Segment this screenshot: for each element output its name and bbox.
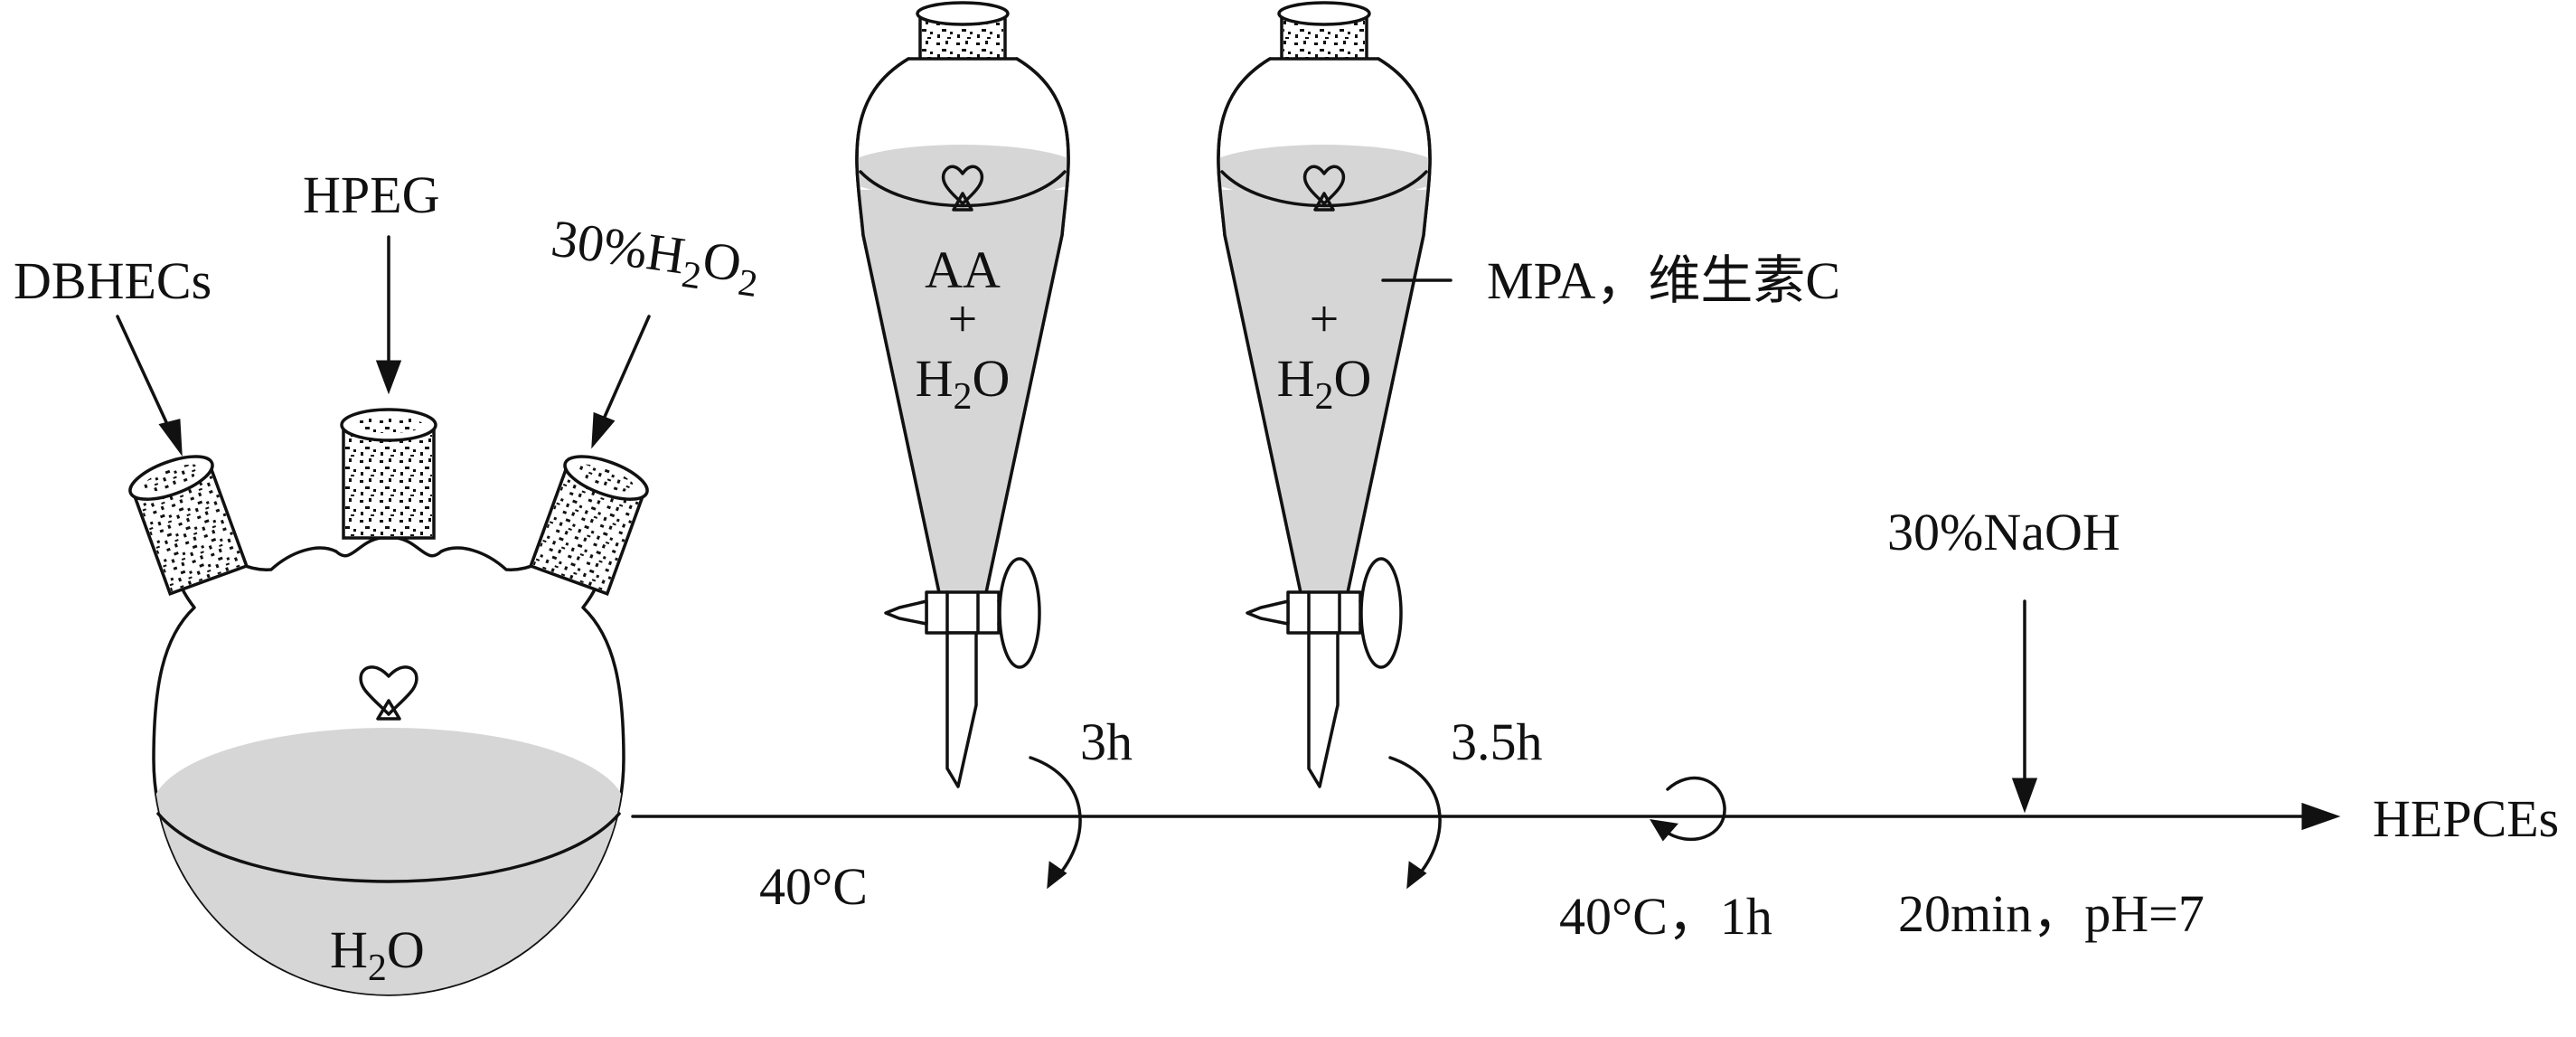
funnel1-line1-label: AA bbox=[925, 240, 1001, 299]
process-timeline: 40°C 3h 3.5h 40°C，1h 30%NaOH 20min，pH=7 … bbox=[631, 503, 2559, 946]
rotation-arrow-1-icon bbox=[1029, 756, 1082, 890]
flask-input-arrows bbox=[116, 235, 651, 457]
rotation-arrow-3-icon bbox=[1650, 776, 1726, 842]
step1-temperature-label: 40°C bbox=[759, 857, 868, 916]
input-h2o2-label: 30%H2O2 bbox=[547, 209, 764, 306]
process-arrowhead-icon bbox=[2301, 802, 2341, 831]
flask-center-stopper bbox=[340, 408, 437, 540]
input-hpeg-label: HPEG bbox=[303, 165, 439, 224]
naoh-addition-label: 30%NaOH bbox=[1887, 503, 2120, 561]
naoh-addition-arrow bbox=[2011, 599, 2038, 814]
funnel1-line3-label: H2O bbox=[916, 349, 1011, 418]
funnel2-line3-label: H2O bbox=[1277, 349, 1372, 418]
flask-right-stopper bbox=[528, 455, 649, 597]
input-dbhecs-label: DBHECs bbox=[14, 251, 212, 310]
funnel1-line2-label: + bbox=[948, 289, 978, 348]
flask-left-stopper bbox=[128, 455, 249, 597]
flask-liquid bbox=[154, 728, 624, 995]
three-neck-flask: H2O bbox=[128, 408, 649, 996]
dropping-funnel-1: AA + H2O bbox=[855, 1, 1070, 788]
flask-liquid-surface bbox=[156, 812, 621, 883]
dropping-funnel-2: + H2O MPA，维生素C bbox=[1217, 1, 1840, 788]
step2-time-label: 3.5h bbox=[1451, 712, 1543, 771]
step1-time-label: 3h bbox=[1080, 712, 1133, 771]
funnel2-line2-label: + bbox=[1310, 289, 1340, 348]
rotation-arrow-2-icon bbox=[1388, 756, 1442, 890]
funnel2-callout-label: MPA，维生素C bbox=[1487, 251, 1840, 310]
stir-symbol-icon bbox=[359, 665, 418, 721]
flask-contents-label: H2O bbox=[330, 920, 425, 989]
product-label: HEPCEs bbox=[2373, 789, 2559, 848]
step4-conditions-label: 20min，pH=7 bbox=[1898, 884, 2205, 943]
step3-conditions-label: 40°C，1h bbox=[1559, 887, 1772, 946]
